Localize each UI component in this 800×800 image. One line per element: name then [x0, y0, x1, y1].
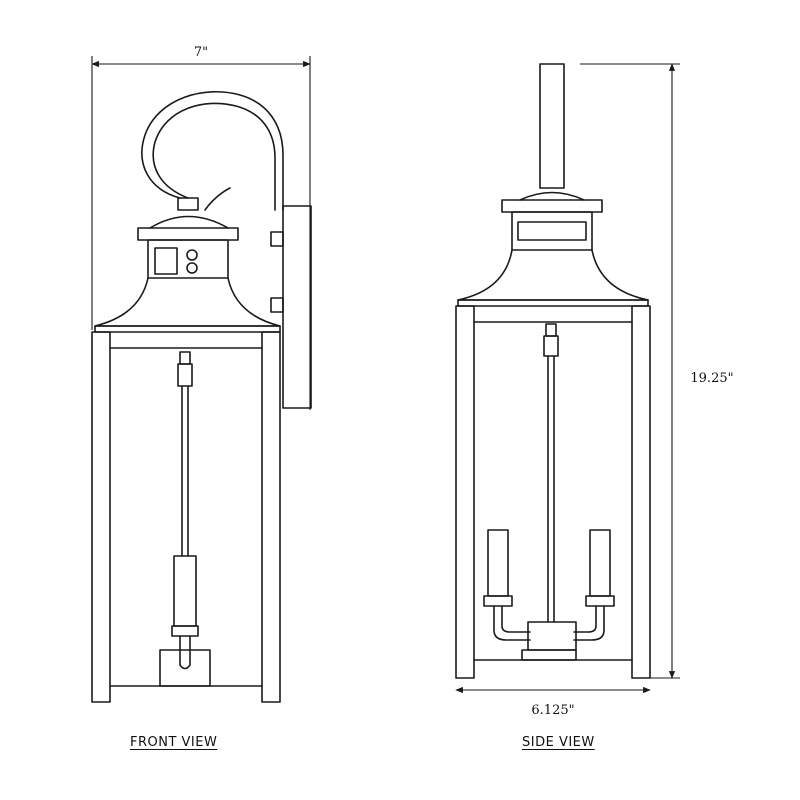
top-cap — [149, 215, 229, 229]
side-roof-rim — [457, 299, 649, 307]
candle-arm-left-inner — [501, 605, 531, 633]
scroll-arm-outer — [141, 91, 284, 211]
candle-cup — [171, 625, 199, 637]
candle-hub-base — [521, 649, 577, 661]
chimney-pipe — [539, 63, 565, 189]
mount-bolt-lower — [270, 297, 284, 313]
candle-arm-right-outer — [573, 605, 605, 641]
side-cage-post-left — [455, 305, 475, 679]
sensor-housing — [147, 239, 229, 279]
chimney-cap — [519, 191, 585, 201]
roof — [94, 277, 281, 327]
side-width-label: 6.125" — [531, 703, 574, 718]
socket-base — [159, 649, 211, 687]
candle-arm-right-inner — [573, 605, 597, 633]
stem-cap — [179, 351, 191, 365]
candle-sleeve-right — [589, 529, 611, 597]
scroll-arm-tip — [204, 187, 231, 211]
height-label: 19.25" — [690, 371, 733, 386]
sensor-screw-bottom — [186, 262, 198, 274]
wall-mount-plate — [282, 205, 312, 409]
sensor-window — [154, 247, 178, 275]
candle-sleeve — [173, 555, 197, 627]
front-width-label: 7" — [194, 45, 208, 60]
side-view-drawing: 19.25" 6.125" — [455, 63, 734, 718]
scroll-arm-inner — [152, 102, 276, 211]
side-cage-post-right — [631, 305, 651, 679]
candle-sleeve-left — [487, 529, 509, 597]
socket-arm — [179, 635, 191, 670]
side-sensor-housing — [511, 211, 593, 251]
front-view-drawing: 7" — [91, 45, 312, 703]
top-collar — [137, 227, 239, 241]
front-view-label: FRONT VIEW — [130, 735, 218, 750]
side-view-label: SIDE VIEW — [522, 735, 595, 750]
mount-bolt-upper — [270, 231, 284, 247]
candle-arm-left-outer — [493, 605, 531, 641]
side-top-collar — [501, 199, 603, 213]
candle-cup-right — [585, 595, 615, 607]
sensor-screw-top — [186, 249, 198, 261]
candle-hub — [527, 621, 577, 651]
side-sensor-window — [517, 221, 587, 241]
cage-post-left — [91, 331, 111, 703]
cage-post-right — [261, 331, 281, 703]
side-stem-coupling — [543, 335, 559, 357]
side-stem-cap — [545, 323, 557, 337]
roof-rim — [94, 325, 281, 333]
side-roof — [457, 249, 649, 301]
stem-coupling — [177, 363, 193, 387]
finial-cap — [177, 197, 199, 211]
candle-cup-left — [483, 595, 513, 607]
